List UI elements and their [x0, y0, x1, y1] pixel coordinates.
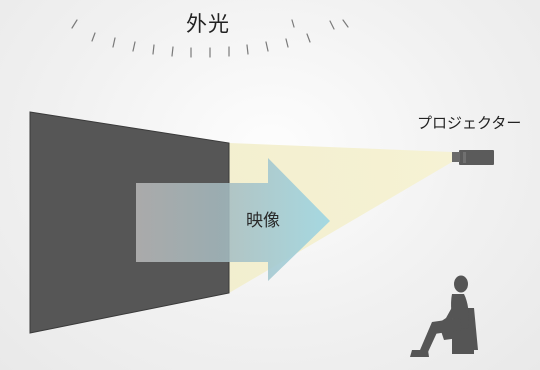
light-ray: [265, 41, 269, 52]
projector-label: プロジェクター: [417, 114, 522, 132]
light-rays-icon: [71, 19, 349, 58]
image-arrow: [136, 158, 330, 281]
light-ray: [132, 41, 136, 52]
light-ray: [342, 19, 349, 28]
light-ray: [246, 44, 249, 55]
light-ray: [329, 20, 335, 30]
external-light-label: 外光: [186, 12, 230, 36]
light-ray: [285, 38, 289, 48]
light-ray: [91, 32, 96, 42]
light-ray: [112, 37, 116, 48]
projector-icon: [452, 150, 494, 165]
light-ray: [291, 19, 295, 28]
light-ray: [171, 46, 174, 57]
light-ray: [152, 44, 155, 55]
light-ray: [71, 19, 78, 29]
light-ray: [306, 33, 311, 43]
seated-person-icon: [410, 275, 478, 357]
projection-screen: [29, 111, 230, 334]
image-label: 映像: [246, 211, 280, 231]
